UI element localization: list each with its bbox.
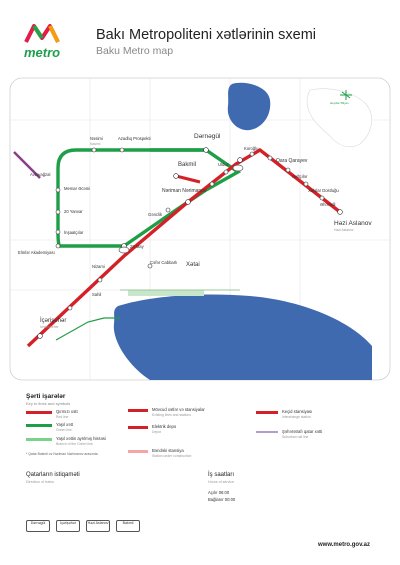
legend-future-sub: Station under construction: [152, 454, 192, 458]
station-nasimi[interactable]: Nəsimi: [90, 136, 103, 141]
legend-depot-label: Elektrik depo: [152, 424, 177, 429]
hours-subtitle: Hours of service: [208, 480, 234, 484]
legend-mixed-sub: Existing lines and stations: [152, 413, 192, 417]
station-may28[interactable]: 28 May: [130, 244, 144, 249]
station-ahmadli[interactable]: Əhmədli: [320, 202, 336, 207]
station-azadliq[interactable]: Azadlıq Prospekti: [118, 136, 151, 141]
legend-subtitle: Key to lines and symbols: [26, 401, 71, 406]
legend-green-label: Yaşıl xətt: [56, 422, 73, 427]
hours-close: Bağlanır 00:00: [208, 497, 236, 502]
legend-branch-swatch: [26, 438, 52, 441]
legend-future-swatch: [128, 450, 148, 453]
station-koroglu[interactable]: Koroğlu: [244, 146, 259, 151]
station-nizami[interactable]: Nizami: [92, 264, 105, 269]
legend-transfer-sub: Interchange station: [282, 415, 311, 419]
directions-subtitle: Direction of trains: [26, 480, 54, 484]
legend-depot-sub: Depot: [152, 430, 162, 434]
airplane-icon: [340, 90, 352, 100]
station-avtovagzal[interactable]: Avtovağzal: [30, 172, 51, 177]
station-memar[interactable]: Memar Əcəmi: [64, 186, 91, 191]
station-xalqlar[interactable]: Xalqlar Dostluğu: [308, 188, 339, 193]
hours-open: Açılır 06:00: [208, 490, 230, 495]
legend-suburban-sub: Suburban rail line: [282, 435, 309, 439]
legend-red-sub: Red line: [56, 415, 69, 419]
station-qara[interactable]: Qara Qarayev: [276, 158, 308, 164]
legend-suburban-label: Şəhərətrafı qatar xətti: [282, 429, 323, 434]
station-icerisheher-sub: Icherisheher: [40, 325, 59, 329]
legend-title: Şərti işarələr: [26, 393, 66, 400]
station-ulduz[interactable]: Ulduz: [218, 162, 229, 167]
station-hazi[interactable]: Həzi Aslanov: [334, 220, 372, 227]
brand-name: metro: [24, 45, 61, 60]
station-hazi-sub: Hazi Aslanov: [334, 228, 354, 232]
direction-button-icerisheher[interactable]: İçərişəhər: [56, 520, 80, 532]
station-darnagul[interactable]: Dərnəgül: [194, 133, 221, 140]
transfer-markers: [118, 164, 244, 254]
red-line-bakmil: [175, 174, 201, 184]
station-xatai[interactable]: Xətai: [186, 262, 200, 268]
green-line: [56, 148, 242, 248]
legend-note: * Qatar Bakmil və Nəriman Nərimanov aras…: [26, 452, 98, 456]
legend-transfer-swatch: [256, 411, 278, 414]
station-sahil[interactable]: Sahil: [92, 292, 102, 297]
page-title: Bakı Metropoliteni xətlərinin sxemi: [96, 27, 317, 43]
hours-title: İş saatları: [208, 472, 235, 478]
lake-east: [306, 88, 372, 148]
directions-title: Qatarların istiqaməti: [26, 472, 80, 478]
legend-mixed-label: Mövcud xətlər və stansiyalar: [152, 407, 205, 412]
direction-button-darnagul[interactable]: Dərnəgül: [26, 520, 50, 532]
legend-future-label: Bəndəki stansiya: [152, 448, 184, 453]
station-markers: [37, 147, 343, 339]
legend-mixed-swatch: [128, 409, 148, 412]
lake-boyukshor: [227, 82, 271, 131]
caspian-bay: [113, 294, 373, 380]
station-elmler[interactable]: Elmlər Akademiyası: [18, 250, 55, 255]
station-bakmil[interactable]: Bakmil: [178, 162, 197, 168]
direction-button-bakmil[interactable]: Bakmil: [116, 520, 140, 532]
footer-url[interactable]: www.metro.gov.az: [317, 542, 370, 548]
station-icerisheher[interactable]: İçərişəhər: [40, 318, 67, 324]
legend-red-swatch: [26, 411, 52, 414]
boulevard-park: [128, 290, 204, 296]
direction-button-hazi[interactable]: Həzi Aslanov: [86, 520, 110, 532]
legend-branch-sub: Branch of the Green line: [56, 442, 93, 446]
legend-green-swatch: [26, 424, 52, 427]
station-ganjlik[interactable]: Gənclik: [148, 212, 162, 217]
station-insaatcilar[interactable]: İnşaatçılar: [64, 230, 84, 235]
station-neftchilar[interactable]: Neftçilər: [292, 174, 308, 179]
legend-red-label: Qırmızı xətt: [56, 409, 78, 414]
legend-green-sub: Green line: [56, 428, 72, 432]
legend-depot-swatch: [128, 426, 148, 429]
metro-logo: [24, 24, 60, 43]
station-nasimi-sub: Nasimi: [90, 142, 101, 146]
station-yanvar[interactable]: 20 Yanvar: [64, 209, 83, 214]
legend-suburban-swatch: [256, 431, 278, 433]
page-subtitle: Baku Metro map: [96, 45, 174, 57]
legend-branch-label: Yaşıl xəttin ayrılmış hissəsi: [56, 436, 106, 441]
svg-text:Heydər Əliyev: Heydər Əliyev: [330, 101, 349, 105]
station-narimanov[interactable]: Nəriman Nərimanov: [162, 188, 207, 194]
station-jafar[interactable]: Cəfər Cabbarlı: [150, 260, 178, 265]
suburban-line: [13, 151, 41, 179]
suburban-green: [55, 317, 120, 341]
legend-transfer-label: Keçid stansiyası: [282, 409, 313, 414]
